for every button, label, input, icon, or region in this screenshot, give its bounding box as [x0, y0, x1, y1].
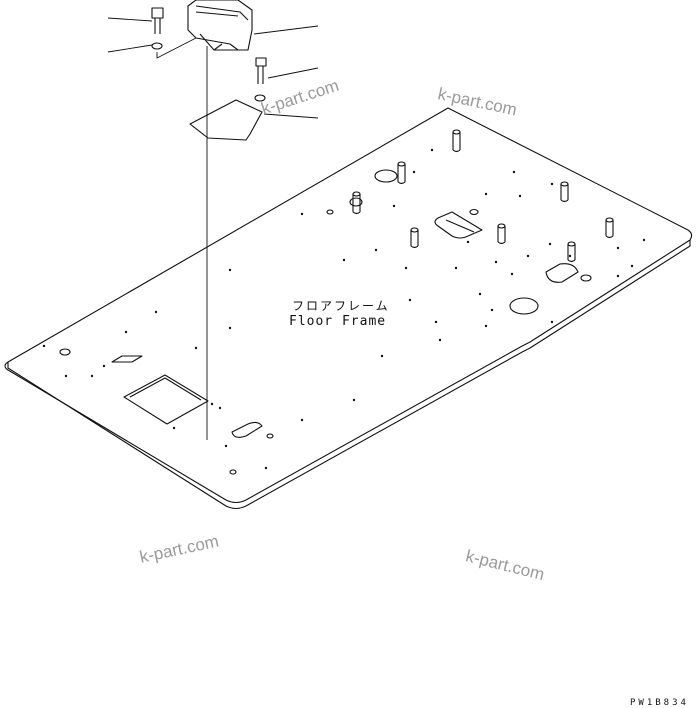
- slot-hole: [545, 263, 579, 283]
- slot-hole: [231, 421, 263, 438]
- stud: [605, 217, 614, 239]
- stud: [567, 241, 576, 263]
- slot-hole: [434, 211, 483, 239]
- round-hole: [509, 297, 539, 315]
- round-hole: [266, 433, 274, 439]
- stud: [452, 129, 461, 153]
- callout-line: [107, 17, 319, 119]
- round-hole: [580, 274, 592, 282]
- stud: [352, 191, 361, 215]
- monitor-unit: [187, 0, 253, 51]
- floor-frame-thickness: [7, 240, 691, 510]
- bolt: [255, 57, 267, 84]
- round-hole: [349, 197, 363, 207]
- floor-frame-outline: [4, 107, 693, 504]
- mounting-bracket: [189, 99, 263, 141]
- round-hole: [374, 169, 398, 183]
- round-hole: [326, 209, 334, 215]
- part-label-japanese: フロアフレーム: [292, 299, 390, 313]
- washer: [254, 94, 266, 102]
- drawing-code: PW1B834: [630, 698, 689, 708]
- round-hole: [59, 348, 71, 356]
- washer: [151, 42, 163, 50]
- stud: [410, 227, 419, 249]
- stud: [560, 181, 569, 203]
- stud: [397, 161, 406, 185]
- stud: [497, 223, 506, 245]
- round-hole: [229, 469, 237, 475]
- round-hole: [469, 208, 479, 216]
- part-label-english: Floor Frame: [289, 314, 387, 329]
- bolt-holes: [42, 148, 646, 470]
- slot-hole: [111, 355, 143, 363]
- square-cutout: [123, 374, 209, 425]
- bolt: [151, 7, 164, 34]
